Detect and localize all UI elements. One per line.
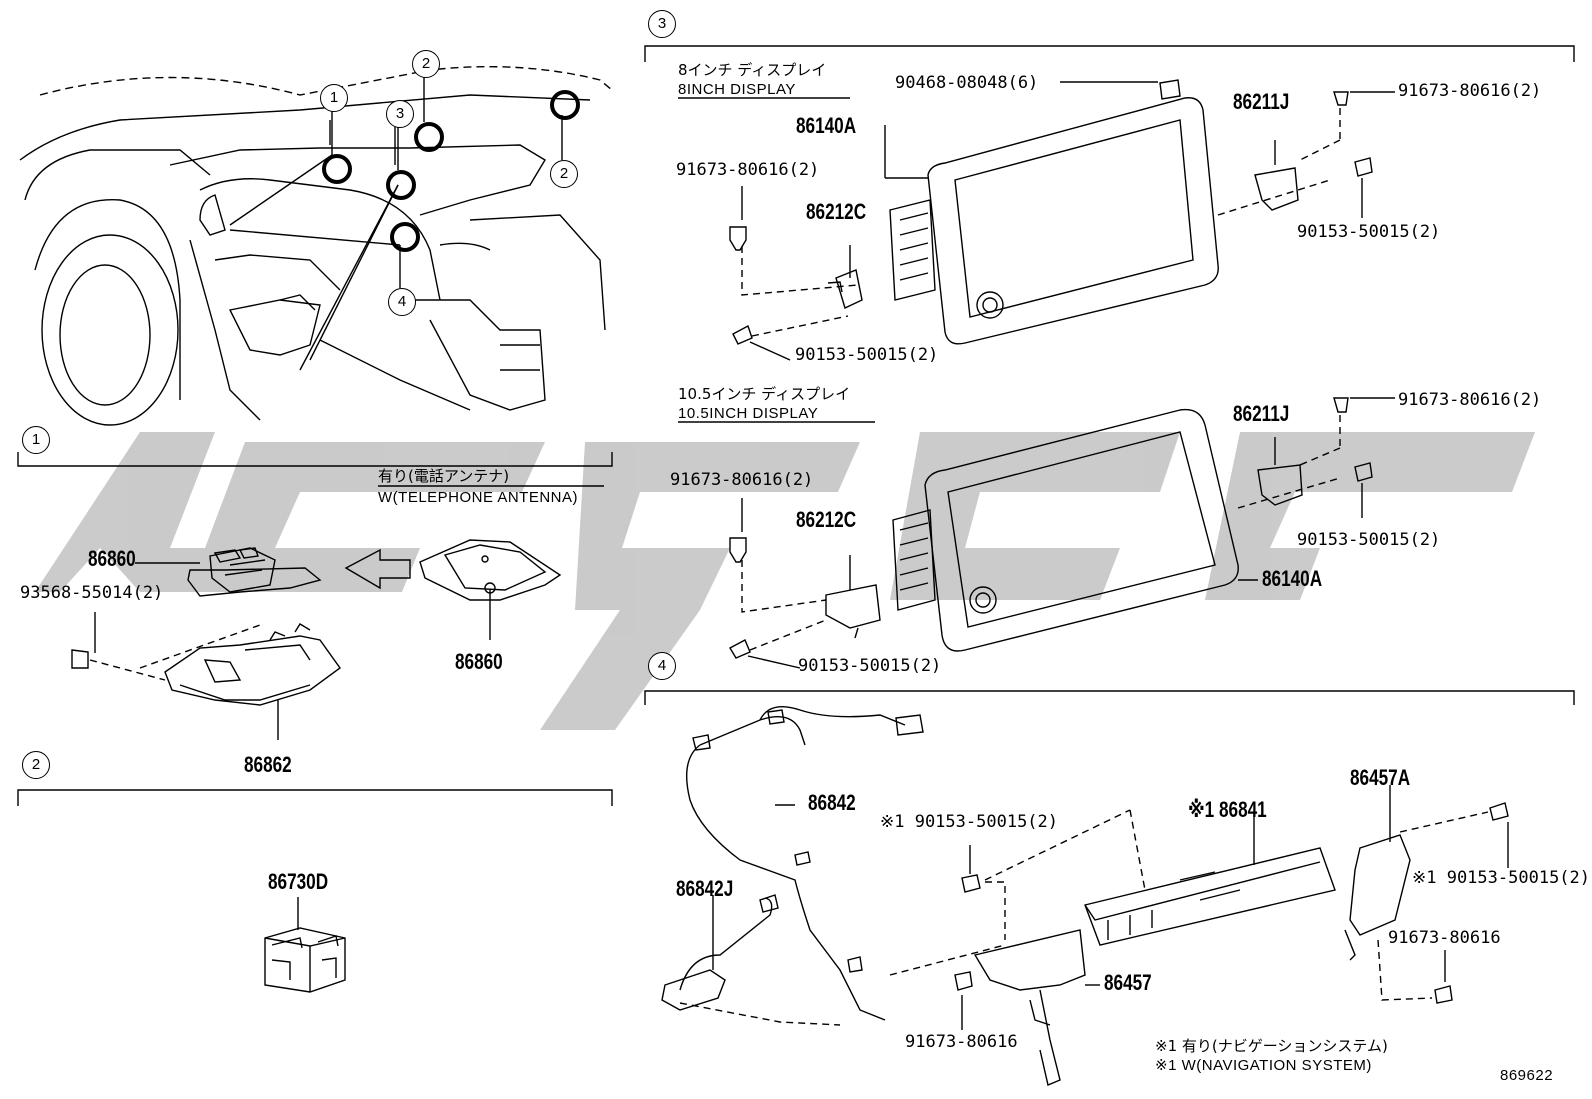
part-90153-50015-right[interactable]: ※1 90153-50015(2)	[1412, 868, 1591, 888]
part-86140A-10inch[interactable]: 86140A	[1262, 566, 1323, 591]
part-91673-80616-bottom[interactable]: 91673-80616	[905, 1032, 1018, 1052]
part-91673-80616-tl[interactable]: 91673-80616(2)	[676, 160, 820, 180]
part-86211J-10inch[interactable]: 86211J	[1233, 401, 1290, 426]
part-86140A-8inch[interactable]: 86140A	[796, 113, 857, 138]
overview-callout-4[interactable]: 4	[388, 288, 416, 316]
section-4-marker: 4	[648, 652, 676, 680]
note-navigation-en: ※1 W(NAVIGATION SYSTEM)	[1155, 1057, 1372, 1074]
part-90153-50015-bb[interactable]: 90153-50015(2)	[798, 656, 942, 676]
overview-callout-2-side[interactable]: 2	[550, 160, 578, 188]
part-86212C-8inch[interactable]: 86212C	[806, 199, 867, 224]
location-marker-4	[390, 222, 420, 252]
part-90153-50015-br[interactable]: 90153-50015(2)	[1297, 530, 1441, 550]
display-10inch-jp: 10.5インチ ディスプレイ	[678, 385, 851, 403]
display-10inch-en: 10.5INCH DISPLAY	[678, 405, 819, 422]
part-90468-08048[interactable]: 90468-08048(6)	[895, 73, 1039, 93]
part-86457[interactable]: 86457	[1104, 970, 1152, 995]
part-91673-80616-br[interactable]: 91673-80616(2)	[1398, 390, 1542, 410]
section-3-marker: 3	[648, 10, 676, 38]
part-90153-50015-tr[interactable]: 90153-50015(2)	[1297, 222, 1441, 242]
location-marker-3	[386, 170, 416, 200]
location-marker-2	[414, 122, 444, 152]
variant-label-en: W(TELEPHONE ANTENNA)	[378, 489, 579, 506]
part-86212C-10inch[interactable]: 86212C	[796, 507, 857, 532]
part-86211J-8inch[interactable]: 86211J	[1233, 89, 1290, 114]
part-91673-80616-right[interactable]: 91673-80616	[1388, 928, 1501, 948]
line-art	[17, 45, 1575, 1086]
section-2-marker: 2	[22, 751, 50, 779]
part-86730D[interactable]: 86730D	[268, 869, 329, 894]
part-86841[interactable]: ※1 86841	[1188, 797, 1267, 822]
part-86842J[interactable]: 86842J	[676, 876, 734, 901]
part-86862[interactable]: 86862	[244, 752, 292, 777]
part-86860-left[interactable]: 86860	[88, 546, 136, 571]
part-91673-80616-bl[interactable]: 91673-80616(2)	[670, 470, 814, 490]
note-navigation-jp: ※1 有り(ナビゲーションシステム)	[1155, 1037, 1388, 1055]
location-marker-1	[322, 154, 352, 184]
part-86842[interactable]: 86842	[808, 790, 856, 815]
part-86860-right[interactable]: 86860	[455, 649, 503, 674]
variant-label-jp: 有り(電話アンテナ)	[378, 467, 510, 485]
overview-callout-2[interactable]: 2	[412, 50, 440, 78]
section-1-marker: 1	[22, 426, 50, 454]
display-8inch-jp: 8インチ ディスプレイ	[678, 61, 827, 79]
part-90153-50015-mid[interactable]: ※1 90153-50015(2)	[880, 812, 1059, 832]
part-86457A[interactable]: 86457A	[1350, 765, 1411, 790]
overview-callout-1[interactable]: 1	[320, 84, 348, 112]
display-8inch-en: 8INCH DISPLAY	[678, 81, 796, 98]
part-93568-55014[interactable]: 93568-55014(2)	[20, 583, 164, 603]
diagram-number: 869622	[1500, 1067, 1554, 1084]
location-marker-2-side	[550, 90, 580, 120]
part-90153-50015-tb[interactable]: 90153-50015(2)	[795, 345, 939, 365]
part-91673-80616-tr[interactable]: 91673-80616(2)	[1398, 81, 1542, 101]
overview-callout-3[interactable]: 3	[386, 100, 414, 128]
